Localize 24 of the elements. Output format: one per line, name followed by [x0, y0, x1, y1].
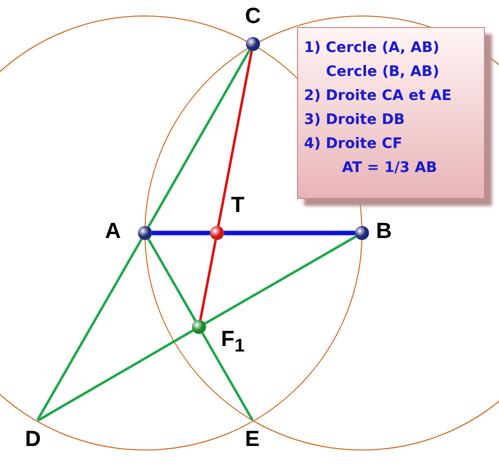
- point-label: C: [245, 4, 261, 28]
- step-text: AT = 1/3 AB: [341, 159, 438, 178]
- step-text: Cercle (B, AB): [325, 63, 440, 82]
- point-label: F$_{1}$: [221, 327, 245, 358]
- line-segment: [224, 230, 355, 236]
- step-text: 3) Droite DB: [304, 111, 406, 130]
- point-label: E: [245, 427, 260, 451]
- line-segment: [37, 329, 194, 422]
- point-label: D: [25, 427, 41, 451]
- line-segment: [147, 238, 197, 322]
- line-segment: [147, 49, 251, 228]
- step-text: 2) Droite CA et AE: [304, 87, 453, 106]
- line-segment: [204, 235, 357, 325]
- line-segment: [201, 332, 254, 421]
- point-label: A: [105, 219, 121, 243]
- line-segment: [217, 50, 253, 226]
- line-segment: [152, 230, 210, 236]
- instructions-card: [297, 27, 485, 199]
- line-segment: [36, 238, 143, 421]
- point-label: T: [231, 193, 244, 217]
- point-label: B: [376, 219, 392, 243]
- step-text: 4) Droite CF: [304, 135, 404, 154]
- line-segment: [199, 240, 217, 320]
- step-text: 1) Cercle (A, AB): [304, 39, 440, 58]
